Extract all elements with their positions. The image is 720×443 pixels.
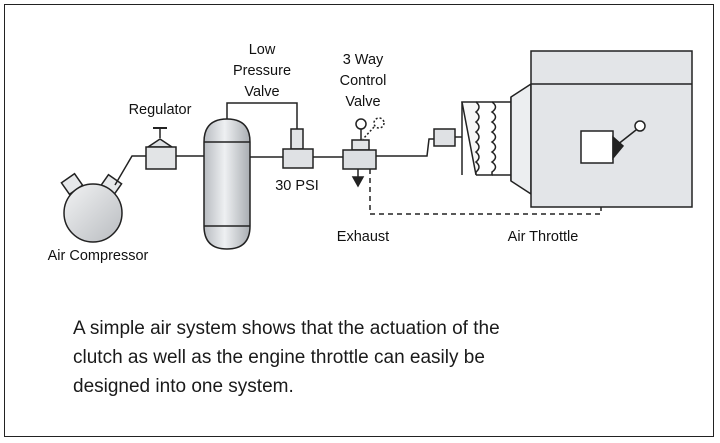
air-tank [203,118,251,250]
clutch-bellows [461,97,512,181]
bell-housing [510,82,532,196]
label-exhaust: Exhaust [337,229,389,245]
regulator [145,127,177,170]
label-low-pressure-valve-2: Pressure [233,63,291,79]
label-regulator: Regulator [129,102,192,118]
label-3way-valve-3: Valve [345,94,380,110]
label-3way-valve-2: Control [340,73,387,89]
label-low-pressure-valve-1: Low [249,42,276,58]
engine [530,50,693,208]
label-30-psi: 30 PSI [275,178,319,194]
label-air-throttle: Air Throttle [508,229,579,245]
caption-line-3: designed into one system. [73,376,294,397]
three-way-control-valve [342,117,385,188]
label-air-compressor: Air Compressor [48,248,149,264]
pipe-tank-loop [226,102,298,129]
label-low-pressure-valve-3: Valve [244,84,279,100]
label-3way-valve-1: 3 Way [343,52,384,68]
clutch-coupling [433,128,456,147]
air-throttle-actuator [580,120,646,164]
caption-line-1: A simple air system shows that the actua… [73,318,500,339]
pipe-controlvalve-clutch [376,138,434,157]
caption-line-2: clutch as well as the engine throttle ca… [73,347,485,368]
air-compressor [60,172,123,243]
pipe-compressor-regulator [114,155,146,186]
figure-caption: A simple air system shows that the actua… [73,314,673,401]
low-pressure-valve [282,128,314,169]
